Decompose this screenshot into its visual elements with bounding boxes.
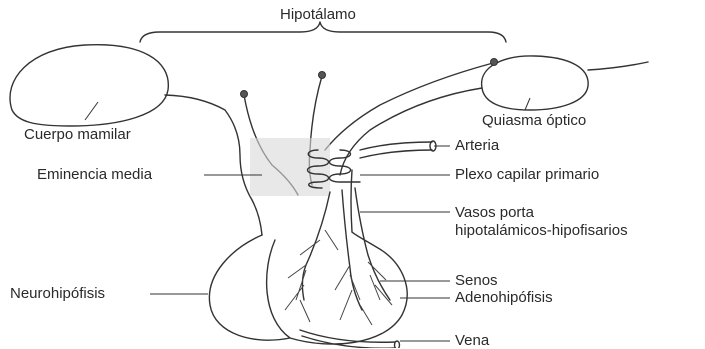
vasos-porta-2 — [342, 190, 362, 310]
arteria-vessel — [360, 142, 432, 158]
label-arteria: Arteria — [455, 137, 499, 154]
label-neurohipofisis: Neurohipófisis — [10, 285, 105, 302]
label-quiasma-optico: Quiasma óptico — [482, 112, 586, 129]
cuerpo-mamilar-leader — [85, 102, 98, 120]
label-eminencia-media: Eminencia media — [37, 166, 152, 183]
label-cuerpo-mamilar: Cuerpo mamilar — [24, 126, 131, 143]
label-vena: Vena — [455, 332, 489, 349]
label-vasos-porta-line2: hipotalámicos-hipofisarios — [455, 222, 628, 239]
stalk-left — [252, 200, 262, 235]
quiasma-leader — [525, 98, 530, 110]
label-plexo-capilar: Plexo capilar primario — [455, 166, 599, 183]
vasos-porta-1 — [302, 192, 330, 300]
label-hipotalamo: Hipotálamo — [280, 6, 356, 23]
label-senos: Senos — [455, 272, 498, 289]
hipotalamo-bracket — [140, 22, 506, 42]
senos-branches — [285, 230, 392, 325]
hypothalamus-floor — [340, 88, 482, 175]
neuron-body-2 — [319, 72, 326, 79]
quiasma-optico-shape — [482, 56, 589, 110]
stalk-right — [351, 170, 352, 232]
label-vasos-porta: Vasos porta — [455, 204, 534, 221]
hypothalamus-outline — [165, 95, 252, 200]
neuron-body-3 — [491, 59, 498, 66]
label-adenohipofisis: Adenohipófisis — [455, 289, 553, 306]
optic-nerve — [588, 62, 648, 70]
vena-end — [395, 341, 400, 348]
vena-vessel — [300, 330, 395, 348]
neuron-body-1 — [241, 91, 248, 98]
